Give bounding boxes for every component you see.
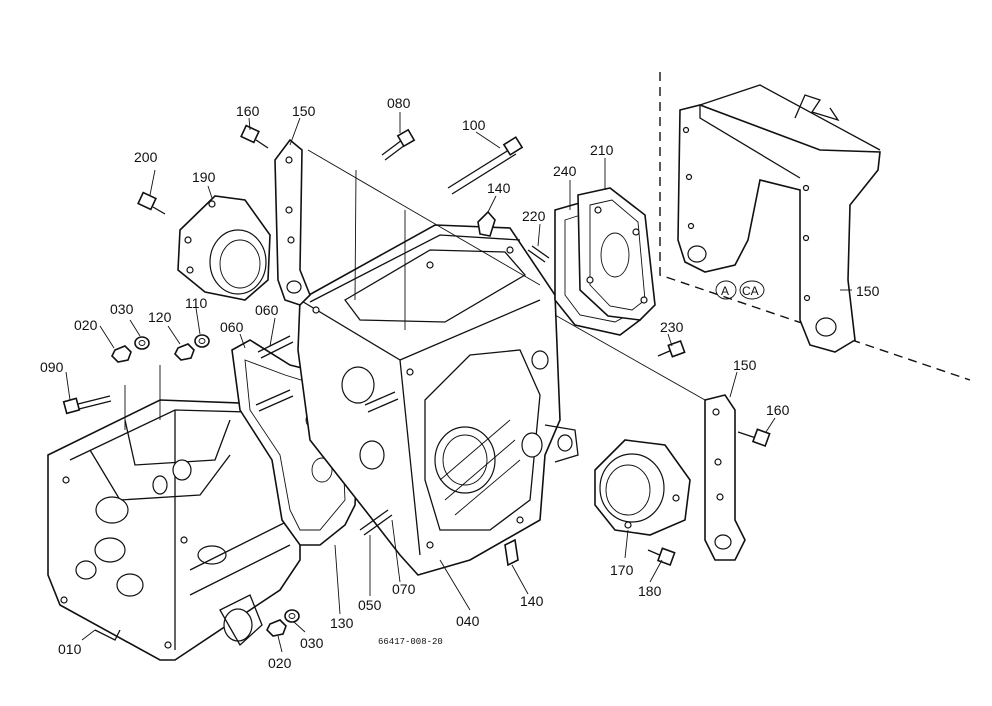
callout-080: 080 bbox=[387, 95, 411, 111]
bolt-080 bbox=[381, 128, 416, 161]
bearing-holder-190 bbox=[177, 195, 271, 301]
callout-150-top: 150 bbox=[292, 103, 316, 119]
callout-010: 010 bbox=[58, 641, 82, 657]
callout-110: 110 bbox=[185, 295, 208, 311]
bracket-150-top bbox=[274, 138, 311, 306]
callout-100: 100 bbox=[462, 117, 486, 133]
callout-170: 170 bbox=[610, 562, 634, 578]
mark-a: A bbox=[721, 284, 729, 298]
mid-case-040 bbox=[297, 224, 579, 576]
bolt-200 bbox=[137, 191, 166, 215]
washer-110 bbox=[194, 334, 210, 348]
callout-090: 090 bbox=[40, 359, 64, 375]
callout-220: 220 bbox=[522, 208, 546, 224]
plug-140-top bbox=[477, 210, 496, 237]
bearing-holder-170 bbox=[594, 439, 691, 536]
nut-020-upper bbox=[111, 345, 132, 363]
bolt-100 bbox=[447, 136, 524, 195]
callout-150-right: 150 bbox=[733, 357, 757, 373]
callout-labels: 160 150 080 100 200 190 140 210 240 220 … bbox=[40, 95, 880, 671]
callout-030-upper: 030 bbox=[110, 301, 134, 317]
nut-120 bbox=[174, 343, 195, 361]
mark-ca: CA bbox=[742, 284, 759, 298]
callout-240: 240 bbox=[553, 163, 577, 179]
stud-050 bbox=[359, 509, 393, 536]
stud-060-upper bbox=[257, 335, 294, 359]
callout-140-top: 140 bbox=[487, 180, 511, 196]
drawing-code: 66417-008-20 bbox=[378, 637, 443, 647]
bolt-160-top bbox=[240, 124, 269, 149]
cover-210 bbox=[577, 187, 656, 321]
bolt-180 bbox=[647, 547, 676, 566]
callout-160-right: 160 bbox=[766, 402, 790, 418]
bolt-090 bbox=[62, 395, 112, 415]
nut-020-lower bbox=[266, 619, 287, 637]
callout-190: 190 bbox=[192, 169, 216, 185]
stud-060-lower bbox=[255, 389, 294, 412]
callout-130: 130 bbox=[330, 615, 354, 631]
leader-lines bbox=[65, 112, 852, 653]
front-case-010 bbox=[47, 399, 301, 661]
callout-020-lower: 020 bbox=[268, 655, 292, 671]
callout-050: 050 bbox=[358, 597, 382, 613]
callout-200: 200 bbox=[134, 149, 158, 165]
callout-230: 230 bbox=[660, 319, 684, 335]
callout-020-upper: 020 bbox=[74, 317, 98, 333]
bracket-150-right bbox=[704, 394, 746, 561]
callout-070: 070 bbox=[392, 581, 416, 597]
washer-030-lower bbox=[284, 609, 300, 623]
callout-040: 040 bbox=[456, 613, 480, 629]
callout-060-left: 060 bbox=[220, 319, 244, 335]
callout-150-cover: 150 bbox=[856, 283, 880, 299]
callout-160-top: 160 bbox=[236, 103, 260, 119]
pin-220 bbox=[527, 245, 550, 263]
plug-140-bottom bbox=[504, 538, 519, 567]
callout-060-right: 060 bbox=[255, 302, 279, 318]
bolt-230 bbox=[657, 339, 686, 358]
callout-180: 180 bbox=[638, 583, 662, 599]
callout-030-lower: 030 bbox=[300, 635, 324, 651]
callout-140-bottom: 140 bbox=[520, 593, 544, 609]
pin-070 bbox=[364, 391, 399, 413]
safety-cover-150: A CA bbox=[659, 72, 971, 381]
callout-120: 120 bbox=[148, 309, 172, 325]
washer-030-upper bbox=[134, 336, 150, 350]
bolt-160-right bbox=[737, 428, 771, 447]
callout-210: 210 bbox=[590, 142, 614, 158]
